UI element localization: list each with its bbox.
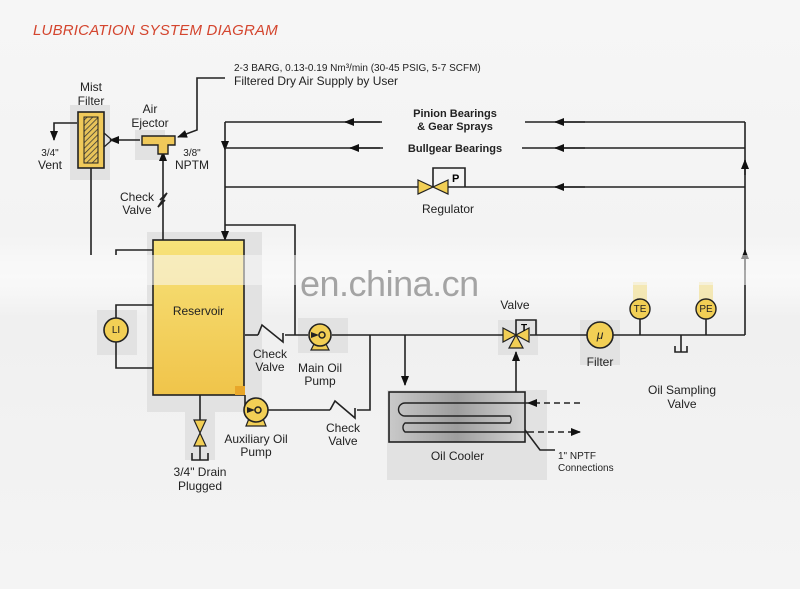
cooler-connections-label-2: Connections: [558, 463, 614, 474]
check-valve-aux-label-2: Valve: [328, 434, 358, 448]
temperature-element: [629, 298, 651, 320]
vent-size-label: 3/4": [41, 148, 59, 159]
filter-label: Filter: [586, 355, 614, 369]
filter-tag: μ: [596, 328, 604, 342]
air-ejector: [141, 135, 176, 155]
level-indicator: [103, 317, 129, 343]
air-supply-label: Filtered Dry Air Supply by User: [234, 74, 399, 88]
li-tag: LI: [111, 325, 121, 336]
check-valve-main-label-2: Valve: [255, 360, 285, 374]
aux-oil-pump-label-2: Pump: [240, 445, 272, 459]
drain-valve[interactable]: [193, 419, 207, 447]
check-valve-top-label-2: Valve: [122, 203, 152, 217]
oil-cooler: [388, 391, 528, 443]
bullgear-bearings-label: Bullgear Bearings: [407, 143, 503, 155]
drain-label-2: Plugged: [177, 479, 223, 493]
main-oil-pump-label-1: Main Oil: [297, 361, 342, 375]
cooler-connections-label-1: 1" NPTF: [558, 451, 596, 462]
regulator-tag: P: [452, 173, 459, 185]
oil-sampling-label-1: Oil Sampling: [647, 383, 717, 397]
check-valve-main-label-1: Check: [252, 347, 287, 361]
watermark: en.china.cn: [300, 263, 479, 304]
ejector-size-label: 3/8": [183, 148, 201, 159]
aux-oil-pump-label-1: Auxiliary Oil: [224, 432, 288, 446]
blur-band: [0, 255, 800, 285]
temp-valve-tag: T: [521, 323, 527, 334]
air-ejector-label-2: Ejector: [131, 116, 169, 130]
reservoir-label: Reservoir: [172, 304, 225, 318]
drain-label-1: 3/4" Drain: [173, 465, 227, 479]
pressure-element: [695, 298, 717, 320]
oil-cooler-label: Oil Cooler: [430, 449, 485, 463]
pinion-bearings-label-1: Pinion Bearings: [413, 108, 497, 120]
oil-sampling-label-2: Valve: [667, 397, 697, 411]
oil-filter: [586, 321, 614, 349]
air-supply-spec: 2-3 BARG, 0.13-0.19 Nm³/min (30-45 PSIG,…: [234, 63, 481, 74]
regulator-label: Regulator: [421, 202, 475, 216]
regulator-valve[interactable]: [417, 179, 449, 195]
piping: [50, 77, 749, 461]
mist-filter: [77, 111, 113, 169]
air-ejector-label-1: Air: [142, 102, 158, 116]
check-valve-top-label-1: Check: [119, 190, 154, 204]
mist-filter-label-2: Filter: [77, 94, 105, 108]
pinion-bearings-label-2: & Gear Sprays: [417, 121, 493, 133]
mist-filter-label-1: Mist: [80, 80, 102, 94]
auxiliary-oil-pump[interactable]: [243, 397, 269, 427]
reservoir-corner: [235, 386, 245, 395]
ejector-nptm-label: NPTM: [175, 158, 209, 172]
temp-valve-label: Valve: [500, 298, 530, 312]
diagram-title: LUBRICATION SYSTEM DIAGRAM: [33, 22, 278, 39]
temperature-control-valve[interactable]: [502, 326, 530, 349]
check-valve-aux-label-1: Check: [325, 421, 360, 435]
cooling-water-lines: [527, 399, 581, 436]
main-oil-pump-label-2: Pump: [304, 374, 336, 388]
main-oil-pump[interactable]: [308, 323, 332, 351]
te-tag: TE: [633, 304, 647, 315]
pe-tag: PE: [699, 304, 713, 315]
vent-label: Vent: [37, 158, 63, 172]
